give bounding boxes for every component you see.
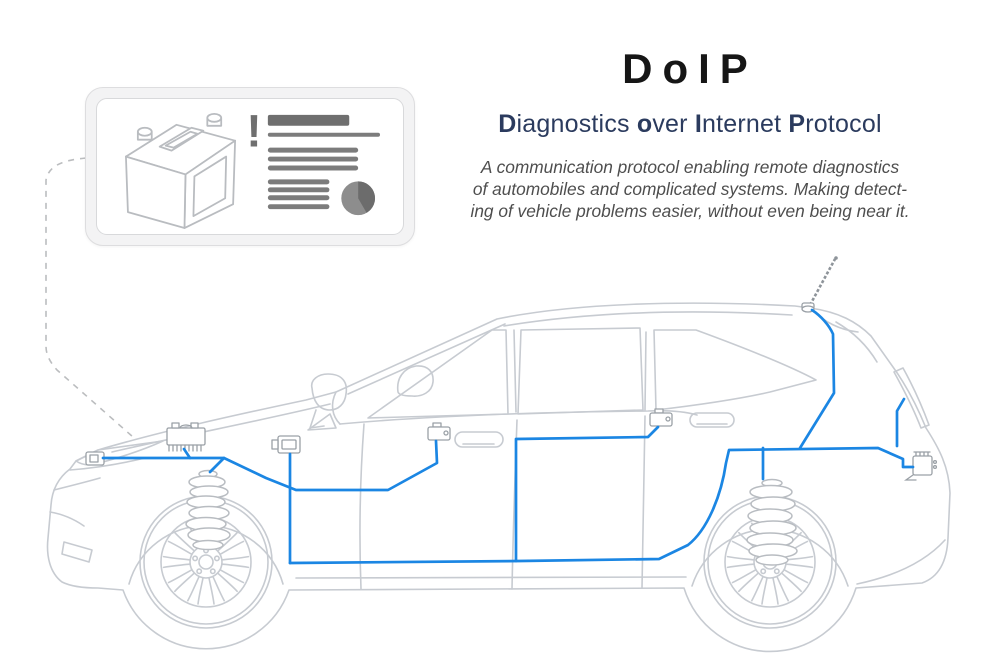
subtitle-part: o [636,110,653,138]
harness-antenna-drop [798,308,836,450]
description-line: A communication protocol enabling remote… [480,157,900,177]
harness-battery-stub [182,447,192,460]
header-block: DoIP Diagnostics over Internet Protocol … [440,48,940,222]
subtitle-part: iagnostics [516,110,637,138]
report-text-lines [267,114,381,210]
front-suspension-spring [185,469,231,551]
page-title: DoIP [622,45,758,92]
report-line [267,156,359,162]
rear-suspension-spring [746,478,798,566]
cowl-ecu [271,435,301,454]
rear-door-lock-module [649,408,673,427]
mirror-sail-panel [307,413,337,431]
harness-door-loop [514,425,660,563]
side-mirror [309,373,348,429]
diagnostic-report-panel: ! [96,98,404,235]
subtitle-part: ver [652,110,695,138]
pie-chart-icon [341,181,376,216]
steering-wheel [396,365,434,397]
report-line [267,165,359,171]
doip-wiring-harness [101,308,915,565]
report-line [267,187,330,193]
taillight [893,367,930,429]
report-line [267,132,381,137]
harness-front-run [101,439,439,492]
diagnostic-report-card: ! [85,87,415,246]
report-line [267,195,330,201]
report-graphic: ! [125,106,381,229]
front-door-window [367,329,509,419]
car-body-silhouette [46,302,951,653]
harness-sill-run [288,446,915,565]
rear-door-handle [689,412,735,428]
report-heading-bar [267,114,350,126]
description-line: ing of vehicle problems easier, without … [470,201,910,221]
subtitle-part: rotocol [805,110,882,138]
subtitle-part: I [694,110,702,138]
headlight-module [85,451,105,466]
front-door-handle [454,431,504,448]
car-outline [46,302,951,653]
description-line: of automobiles and complicated systems. … [472,179,908,199]
fog-light [61,541,93,563]
subtitle-part: D [498,110,517,138]
alert-icon: ! [246,106,261,157]
front-door-lock-module [427,422,451,441]
rear-ecu [903,451,938,481]
harness-hatch-stub [895,397,906,448]
harness-front-spring-stub [208,456,226,474]
report-line [267,179,330,185]
report-line [267,147,359,153]
description: A communication protocol enabling remote… [440,156,940,222]
subtitle-part: P [788,110,806,138]
quarter-window [653,329,817,411]
report-line [267,204,330,210]
engine-battery-module [166,422,206,452]
vehicle-components [85,256,938,481]
rear-door-window [517,327,644,415]
car-battery-icon [125,112,236,229]
subtitle: Diagnostics over Internet Protocol [440,110,940,139]
subtitle-part: nternet [702,110,789,138]
